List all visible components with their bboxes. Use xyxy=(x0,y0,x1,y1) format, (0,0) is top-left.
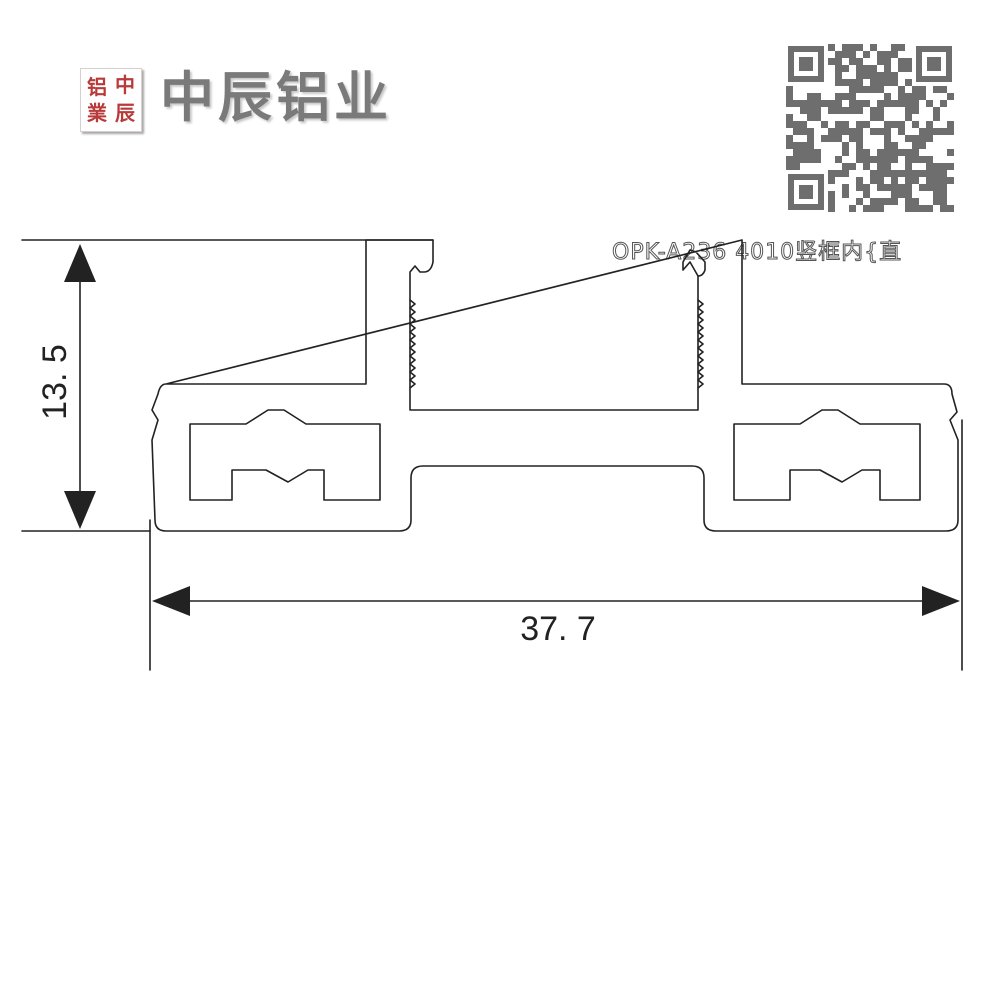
arrow-right xyxy=(922,586,960,616)
arrow-down xyxy=(64,491,96,529)
seal-char: 中 xyxy=(115,73,135,97)
serration-right xyxy=(697,299,704,389)
dimension-height-label: 13. 5 xyxy=(36,344,74,420)
seal-char: 辰 xyxy=(115,101,135,125)
arrow-up xyxy=(64,244,96,282)
qr-code-icon xyxy=(786,44,954,212)
chamber-left xyxy=(189,409,381,501)
logo-seal: 铝 中 業 辰 xyxy=(80,68,142,132)
dimension-width-label: 37. 7 xyxy=(520,610,596,648)
arrow-left xyxy=(152,586,190,616)
serration-left xyxy=(409,299,416,389)
brand-name: 中辰铝业 xyxy=(160,66,392,129)
profile-outline xyxy=(151,239,959,532)
chamber-right xyxy=(733,409,921,501)
seal-char: 铝 xyxy=(87,75,107,99)
seal-char: 業 xyxy=(87,101,107,125)
